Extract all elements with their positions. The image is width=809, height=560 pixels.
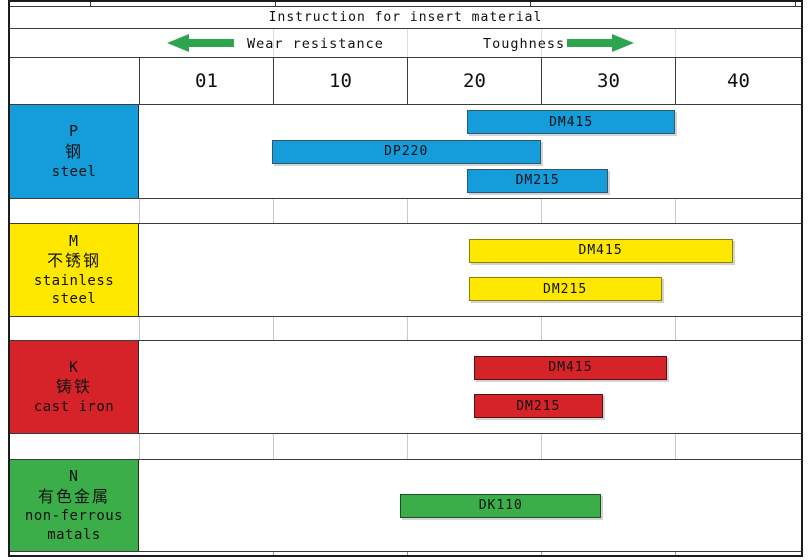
bar-dm415: DM415 <box>474 355 667 380</box>
material-row-m-stainless-steel: M 不锈钢 stainless steel DM415 DM215 <box>10 224 801 317</box>
grid-tick <box>530 2 531 6</box>
material-row-k-cast-iron: K 铸铁 cast iron DM415 DM215 <box>10 341 801 434</box>
bottom-edge-strip <box>10 552 801 555</box>
bar-dm215: DM215 <box>474 394 603 419</box>
material-name-cn: 铸铁 <box>55 377 92 397</box>
material-label-m: M 不锈钢 stainless steel <box>10 224 139 316</box>
grid-line <box>675 29 676 57</box>
axis-tick-20: 20 <box>407 58 541 104</box>
material-code: N <box>68 467 80 486</box>
material-row-n-non-ferrous: N 有色金属 non-ferrous matals DK110 <box>10 460 801 552</box>
top-edge-strip <box>10 2 801 7</box>
bar-dm215: DM215 <box>467 168 608 193</box>
bar-area-m: DM415 DM215 <box>139 224 801 316</box>
material-name-cn: 有色金属 <box>37 486 110 506</box>
grid-line <box>139 317 140 340</box>
bar-label: DP220 <box>384 144 429 159</box>
spacer-row <box>10 199 801 224</box>
bar-label: DM215 <box>515 173 560 189</box>
bar-area-p: DM415 DP220 DM215 <box>139 105 801 198</box>
material-code: K <box>68 357 80 376</box>
material-table: Instruction for insert material Wear res… <box>8 0 803 557</box>
bar-dm415: DM415 <box>467 110 675 135</box>
title-row: Instruction for insert material <box>10 7 801 29</box>
grid-line <box>139 434 140 459</box>
bar-area-k: DM415 DM215 <box>139 341 801 433</box>
grid-line <box>675 199 676 223</box>
wear-resistance-label: Wear resistance <box>247 36 384 52</box>
bar-dm415: DM415 <box>468 238 733 263</box>
legend-row: Wear resistance Toughness <box>10 29 801 58</box>
bar-label: DK110 <box>478 498 523 513</box>
spacer-row <box>10 434 801 460</box>
bar-dm215: DM215 <box>468 277 662 302</box>
grid-line <box>541 317 542 340</box>
grid-line <box>273 29 274 57</box>
axis-tick-30: 30 <box>541 58 675 104</box>
grid-line <box>407 317 408 340</box>
grid-line <box>541 29 542 57</box>
axis-header-row: 01 10 20 30 40 <box>10 58 801 105</box>
grid-tick <box>273 552 274 555</box>
bar-label: DM215 <box>543 281 588 297</box>
grid-line <box>407 199 408 223</box>
material-name-en2: matals <box>47 526 101 543</box>
material-name-en: non-ferrous <box>24 508 124 525</box>
grid-line <box>139 199 140 223</box>
grid-line <box>407 29 408 57</box>
bar-label: DM415 <box>549 114 594 130</box>
material-name-cn: 钢 <box>64 141 83 161</box>
toughness-label: Toughness <box>483 36 566 52</box>
bar-label: DM215 <box>516 398 561 414</box>
chart-title: Instruction for insert material <box>268 10 543 25</box>
toughness-arrow-icon <box>567 34 634 52</box>
bar-area-n: DK110 <box>139 460 801 551</box>
spacer-row <box>10 317 801 341</box>
grid-tick <box>90 2 91 6</box>
material-name-en: stainless <box>33 272 115 289</box>
material-label-n: N 有色金属 non-ferrous matals <box>10 460 139 551</box>
grid-line <box>541 199 542 223</box>
axis-tick-01: 01 <box>139 58 273 104</box>
axis-tick-40: 40 <box>675 58 801 104</box>
grid-line <box>273 317 274 340</box>
grid-tick <box>795 2 796 6</box>
grid-tick <box>675 552 676 555</box>
bar-label: DM415 <box>578 243 623 259</box>
grid-line <box>407 434 408 459</box>
material-code: M <box>68 231 80 250</box>
material-name-en: steel <box>51 163 97 180</box>
material-row-p-steel: P 钢 steel DM415 DP220 DM215 <box>10 105 801 199</box>
grid-tick <box>541 552 542 555</box>
bar-dp220: DP220 <box>271 139 541 164</box>
bar-label: DM415 <box>548 360 593 376</box>
material-code: P <box>68 122 80 141</box>
wear-resistance-arrow-icon <box>167 34 234 52</box>
grid-line <box>541 434 542 459</box>
bar-dk110: DK110 <box>400 493 602 518</box>
grid-line <box>675 317 676 340</box>
axis-tick-10: 10 <box>273 58 407 104</box>
material-name-en2: steel <box>51 291 97 308</box>
material-label-k: K 铸铁 cast iron <box>10 341 139 433</box>
material-label-p: P 钢 steel <box>10 105 139 198</box>
axis-header-empty-cell <box>10 58 139 104</box>
grid-line <box>273 434 274 459</box>
material-name-en: cast iron <box>33 399 115 416</box>
material-name-cn: 不锈钢 <box>46 251 101 271</box>
grid-tick <box>275 2 276 6</box>
grid-line <box>273 199 274 223</box>
grid-tick <box>407 552 408 555</box>
grid-line <box>675 434 676 459</box>
